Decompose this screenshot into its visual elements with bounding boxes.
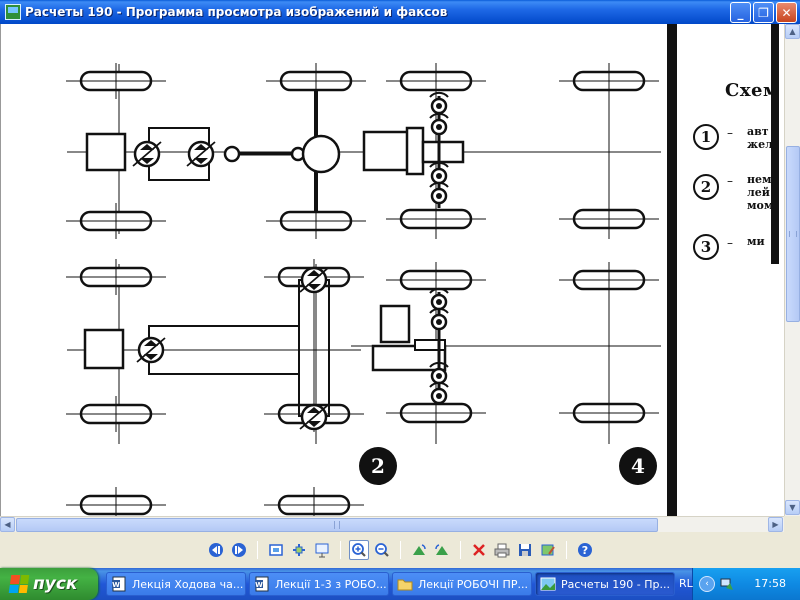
scheme-bottom-left: 2 bbox=[64, 257, 397, 516]
word-doc-icon: W bbox=[112, 576, 126, 592]
image-viewer-icon bbox=[540, 577, 556, 591]
scheme-top-left bbox=[64, 61, 368, 241]
scroll-up-button[interactable]: ▲ bbox=[785, 24, 800, 39]
title-bar[interactable]: Расчеты 190 - Программа просмотра изобра… bbox=[0, 0, 800, 24]
folder-icon bbox=[397, 579, 413, 591]
window-controls: _ ❐ ✕ bbox=[730, 2, 797, 23]
vertical-scrollbar[interactable]: ▲ ▼ bbox=[784, 24, 800, 516]
slideshow-icon[interactable] bbox=[312, 540, 332, 560]
start-button[interactable]: пуск bbox=[0, 568, 98, 600]
scrollbar-corner bbox=[784, 516, 800, 532]
legend-number-2: 2 bbox=[693, 174, 719, 200]
windows-flag-icon bbox=[8, 575, 30, 593]
image-viewer-icon bbox=[5, 4, 21, 20]
task-button-active[interactable]: Расчеты 190 - Пр... bbox=[535, 572, 675, 596]
legend-number-1: 1 bbox=[693, 124, 719, 150]
viewer-toolbar: ? bbox=[0, 532, 800, 568]
horizontal-scroll-thumb[interactable] bbox=[16, 518, 658, 532]
window-title: Расчеты 190 - Программа просмотра изобра… bbox=[25, 5, 448, 19]
legend-text-1b: жел bbox=[747, 138, 773, 151]
legend-dash-1: – bbox=[727, 126, 733, 140]
scroll-down-button[interactable]: ▼ bbox=[785, 500, 800, 515]
word-doc-icon: W bbox=[255, 576, 269, 592]
task-button[interactable]: Лекції РОБОЧІ ПР... bbox=[392, 572, 532, 596]
image-viewport[interactable]: 2 bbox=[0, 24, 784, 516]
legend-text-1a: авт bbox=[747, 125, 769, 138]
actual-size-icon[interactable] bbox=[289, 540, 309, 560]
minimize-button[interactable]: _ bbox=[730, 2, 751, 23]
clock[interactable]: 17:58 bbox=[754, 577, 786, 590]
best-fit-icon[interactable] bbox=[266, 540, 286, 560]
system-tray: RL ‹ 17:58 bbox=[679, 568, 800, 600]
legend-text-3a: ми bbox=[747, 235, 765, 248]
network-icon[interactable] bbox=[719, 576, 735, 592]
scroll-right-button[interactable]: ▶ bbox=[768, 517, 783, 532]
svg-text:?: ? bbox=[581, 544, 587, 557]
prev-image-icon[interactable] bbox=[206, 540, 226, 560]
close-button[interactable]: ✕ bbox=[776, 2, 797, 23]
legend-text-2b: лей bbox=[747, 186, 770, 199]
rotate-clockwise-icon[interactable] bbox=[409, 540, 429, 560]
task-button[interactable]: W Лекції 1-3 з РОБО... bbox=[249, 572, 389, 596]
legend-dash-2: – bbox=[727, 174, 733, 188]
next-image-icon[interactable] bbox=[229, 540, 249, 560]
rotate-counterclockwise-icon[interactable] bbox=[432, 540, 452, 560]
scanned-schematic: 2 bbox=[64, 24, 779, 516]
legend-heading: Схем bbox=[725, 80, 780, 101]
print-icon[interactable] bbox=[492, 540, 512, 560]
legend-number-3: 3 bbox=[693, 234, 719, 260]
maximize-button[interactable]: ❐ bbox=[753, 2, 774, 23]
show-hidden-icons-icon[interactable]: ‹ bbox=[699, 576, 715, 592]
scheme-bottom-right: 4 bbox=[351, 260, 661, 485]
scheme-badge-4: 4 bbox=[631, 454, 645, 478]
scroll-left-button[interactable]: ◀ bbox=[0, 517, 15, 532]
page-edge bbox=[667, 24, 677, 516]
help-icon[interactable]: ? bbox=[575, 540, 595, 560]
scheme-top-right bbox=[351, 61, 661, 239]
zoom-in-icon[interactable] bbox=[348, 540, 369, 560]
start-label: пуск bbox=[33, 574, 78, 594]
legend-strip: Схем 1 – авт жел 2 – нем лей мом 3 – ми bbox=[681, 24, 784, 516]
task-list: W Лекція Ходова ча... W Лекції 1-3 з РОБ… bbox=[106, 572, 675, 596]
delete-icon[interactable] bbox=[469, 540, 489, 560]
svg-text:W: W bbox=[112, 581, 120, 589]
language-indicator[interactable]: RL bbox=[679, 577, 693, 590]
vertical-scroll-thumb[interactable] bbox=[786, 146, 800, 322]
taskbar: пуск W Лекція Ходова ча... W Лекції 1-3 … bbox=[0, 568, 800, 600]
legend-dash-3: – bbox=[727, 236, 733, 250]
save-icon[interactable] bbox=[515, 540, 535, 560]
legend-text-2c: мом bbox=[747, 199, 774, 212]
scheme-badge-2: 2 bbox=[371, 454, 385, 478]
zoom-out-icon[interactable] bbox=[372, 540, 392, 560]
edit-icon[interactable] bbox=[538, 540, 558, 560]
task-button[interactable]: W Лекція Ходова ча... bbox=[106, 572, 246, 596]
legend-text-2a: нем bbox=[747, 173, 772, 186]
svg-text:W: W bbox=[255, 581, 263, 589]
horizontal-scrollbar[interactable]: ◀ ▶ bbox=[0, 516, 784, 532]
